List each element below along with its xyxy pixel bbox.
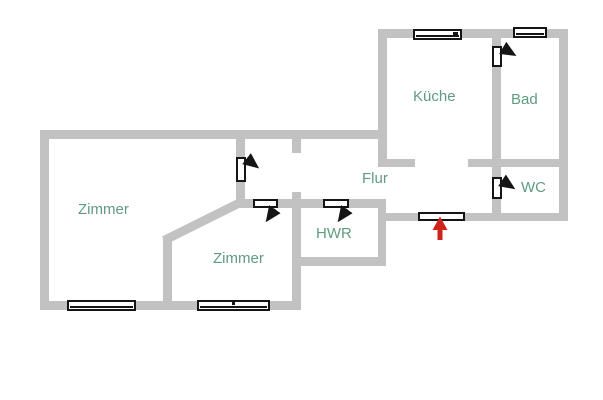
wall-zimmer2-diagonal xyxy=(161,196,247,245)
room-label-kueche: Küche xyxy=(413,88,456,105)
wall-lobby-stub-upper xyxy=(292,139,301,153)
door-swing-arrow-icon-hwr xyxy=(337,205,353,223)
window-pane-line xyxy=(516,33,544,35)
wall-hwr-right xyxy=(378,199,386,266)
window-icon-bad xyxy=(513,27,547,38)
door-icon-wc xyxy=(492,177,502,199)
window-pane-line xyxy=(70,306,133,308)
window-icon-kueche xyxy=(413,29,462,40)
wall-top-right-section xyxy=(378,29,568,38)
room-label-wc: WC xyxy=(521,179,546,196)
room-label-hwr: HWR xyxy=(316,225,352,242)
wall-zimmer2-right xyxy=(292,192,301,310)
door-icon-entrance xyxy=(418,212,465,221)
door-swing-arrow-icon-bad xyxy=(499,41,517,57)
door-swing-arrow-icon-wc xyxy=(498,174,516,190)
room-label-zimmer2: Zimmer xyxy=(213,250,264,267)
wall-kueche-bad-divider xyxy=(492,38,501,221)
window-icon-zimmer2 xyxy=(197,300,270,311)
window-icon-zimmer1 xyxy=(67,300,136,311)
window-center-tick xyxy=(231,301,235,305)
door-icon-zimmer2 xyxy=(253,199,278,208)
door-swing-arrow-icon-zimmer2 xyxy=(265,205,281,223)
wall-left-outer xyxy=(40,130,49,310)
door-swing-arrow-icon-zimmer1 xyxy=(242,153,260,169)
window-latch-mark xyxy=(453,32,458,35)
room-label-bad: Bad xyxy=(511,91,538,108)
wall-right-outer xyxy=(559,29,568,221)
room-label-zimmer1: Zimmer xyxy=(78,201,129,218)
window-pane-line xyxy=(200,306,267,308)
wall-zimmer2-hwr-top xyxy=(238,199,386,208)
wall-bottom-right-section xyxy=(378,213,568,221)
wall-hwr-bottom xyxy=(292,257,386,266)
window-pane-line xyxy=(416,35,459,37)
wall-kueche-left xyxy=(378,29,387,167)
room-label-flur: Flur xyxy=(362,170,388,187)
wall-kueche-flur-stub xyxy=(387,159,415,167)
wall-zimmer2-left xyxy=(163,238,172,310)
door-icon-bad xyxy=(492,46,502,67)
door-icon-zimmer1 xyxy=(236,157,246,182)
door-icon-hwr xyxy=(323,199,349,208)
wall-top-left-section xyxy=(40,130,387,139)
wall-bad-bottom xyxy=(468,159,568,167)
